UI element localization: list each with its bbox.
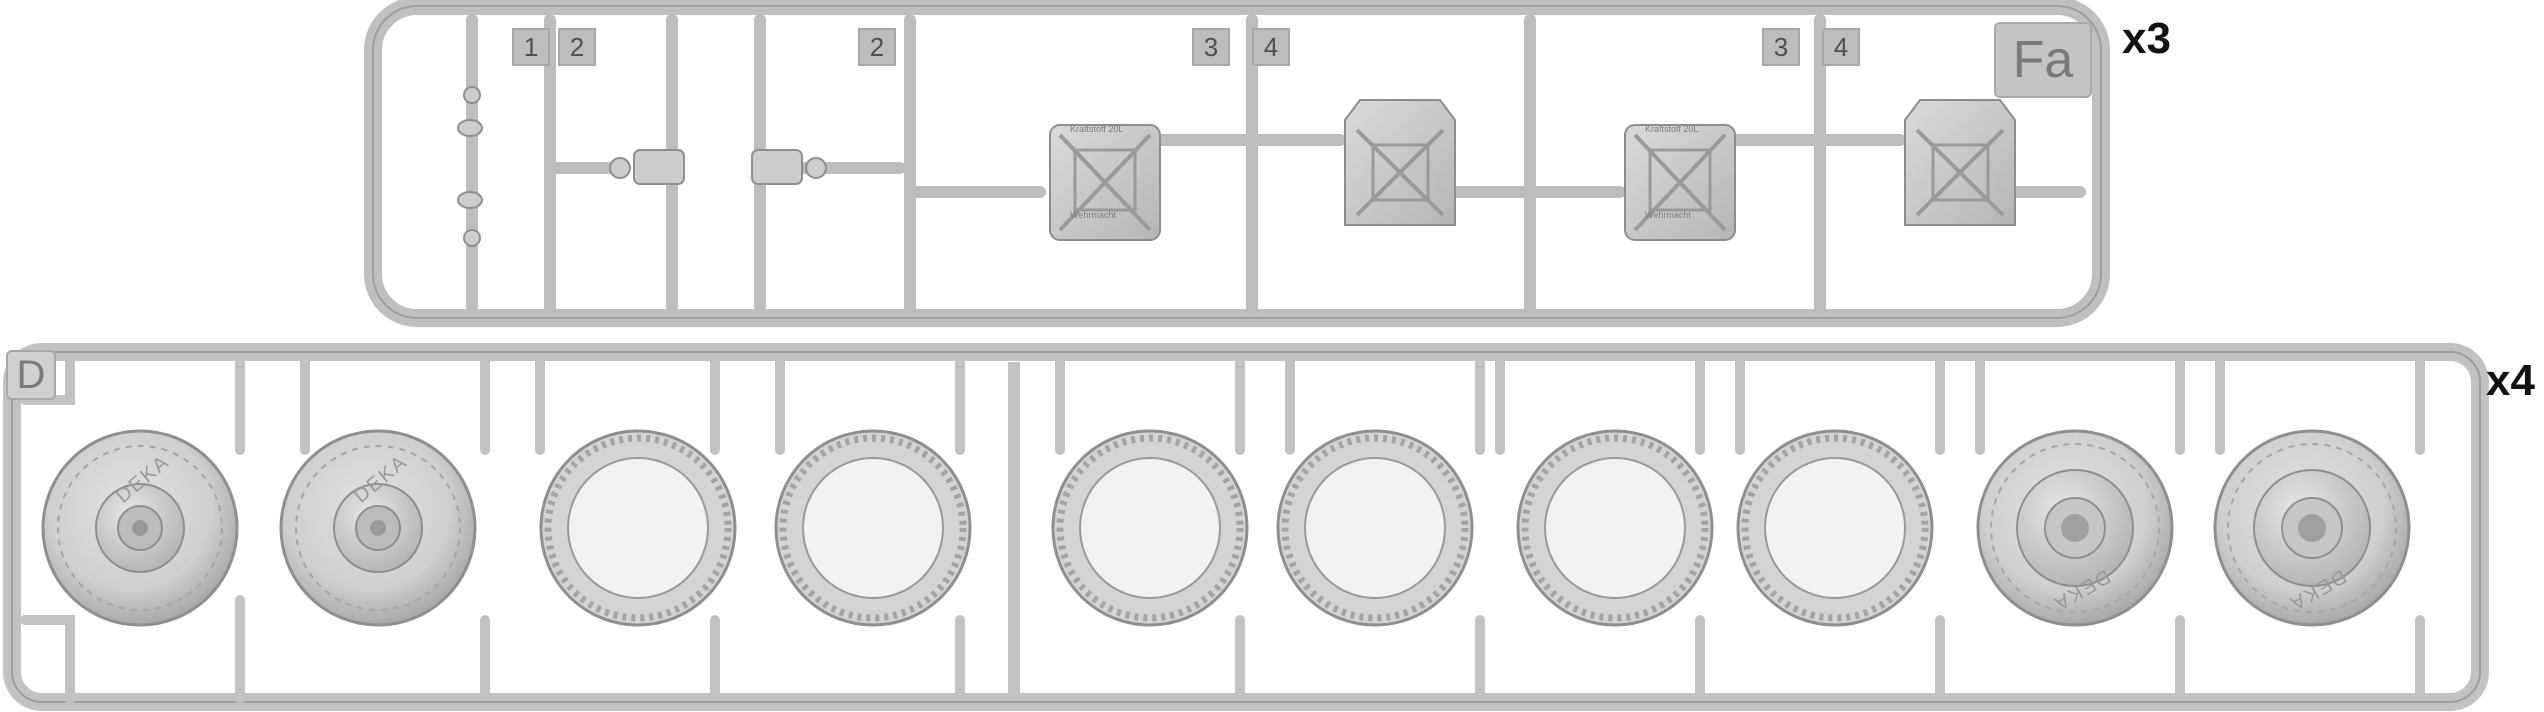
sprue-d-quantity: x4 bbox=[2486, 356, 2535, 405]
jerrycans bbox=[1049, 99, 2016, 241]
sprue-fa-small-parts bbox=[457, 86, 827, 247]
part-number-tag: 1 bbox=[512, 28, 550, 66]
sprue-d-code-tag: D bbox=[6, 350, 56, 400]
part-number-tag: 2 bbox=[858, 28, 896, 66]
jerrycan-text-top: Kraftstoff 20L bbox=[1645, 124, 1699, 134]
jerrycan-text-top: Kraftstoff 20L bbox=[1070, 124, 1124, 134]
part-number-tag: 3 bbox=[1762, 28, 1800, 66]
jerrycan-text-bottom: Wehrmacht bbox=[1070, 210, 1116, 220]
sprue-fa-code-tag: Fa bbox=[1994, 22, 2092, 98]
part-number-tag: 2 bbox=[558, 28, 596, 66]
part-number-tag: 4 bbox=[1822, 28, 1860, 66]
jerrycan-text-bottom: Wehrmacht bbox=[1645, 210, 1691, 220]
tires-with-hubs-left bbox=[41, 429, 477, 627]
sprue-fa-quantity: x3 bbox=[2122, 14, 2171, 63]
tires-with-rims-right bbox=[1976, 429, 2411, 627]
part-number-tag: 3 bbox=[1192, 28, 1230, 66]
tire-rings bbox=[539, 429, 1934, 627]
sprue-d-runners bbox=[20, 355, 2425, 705]
part-number-tag: 4 bbox=[1252, 28, 1290, 66]
sprue-fa-frame bbox=[364, 0, 2110, 327]
sprue-d-frame bbox=[3, 343, 2489, 711]
